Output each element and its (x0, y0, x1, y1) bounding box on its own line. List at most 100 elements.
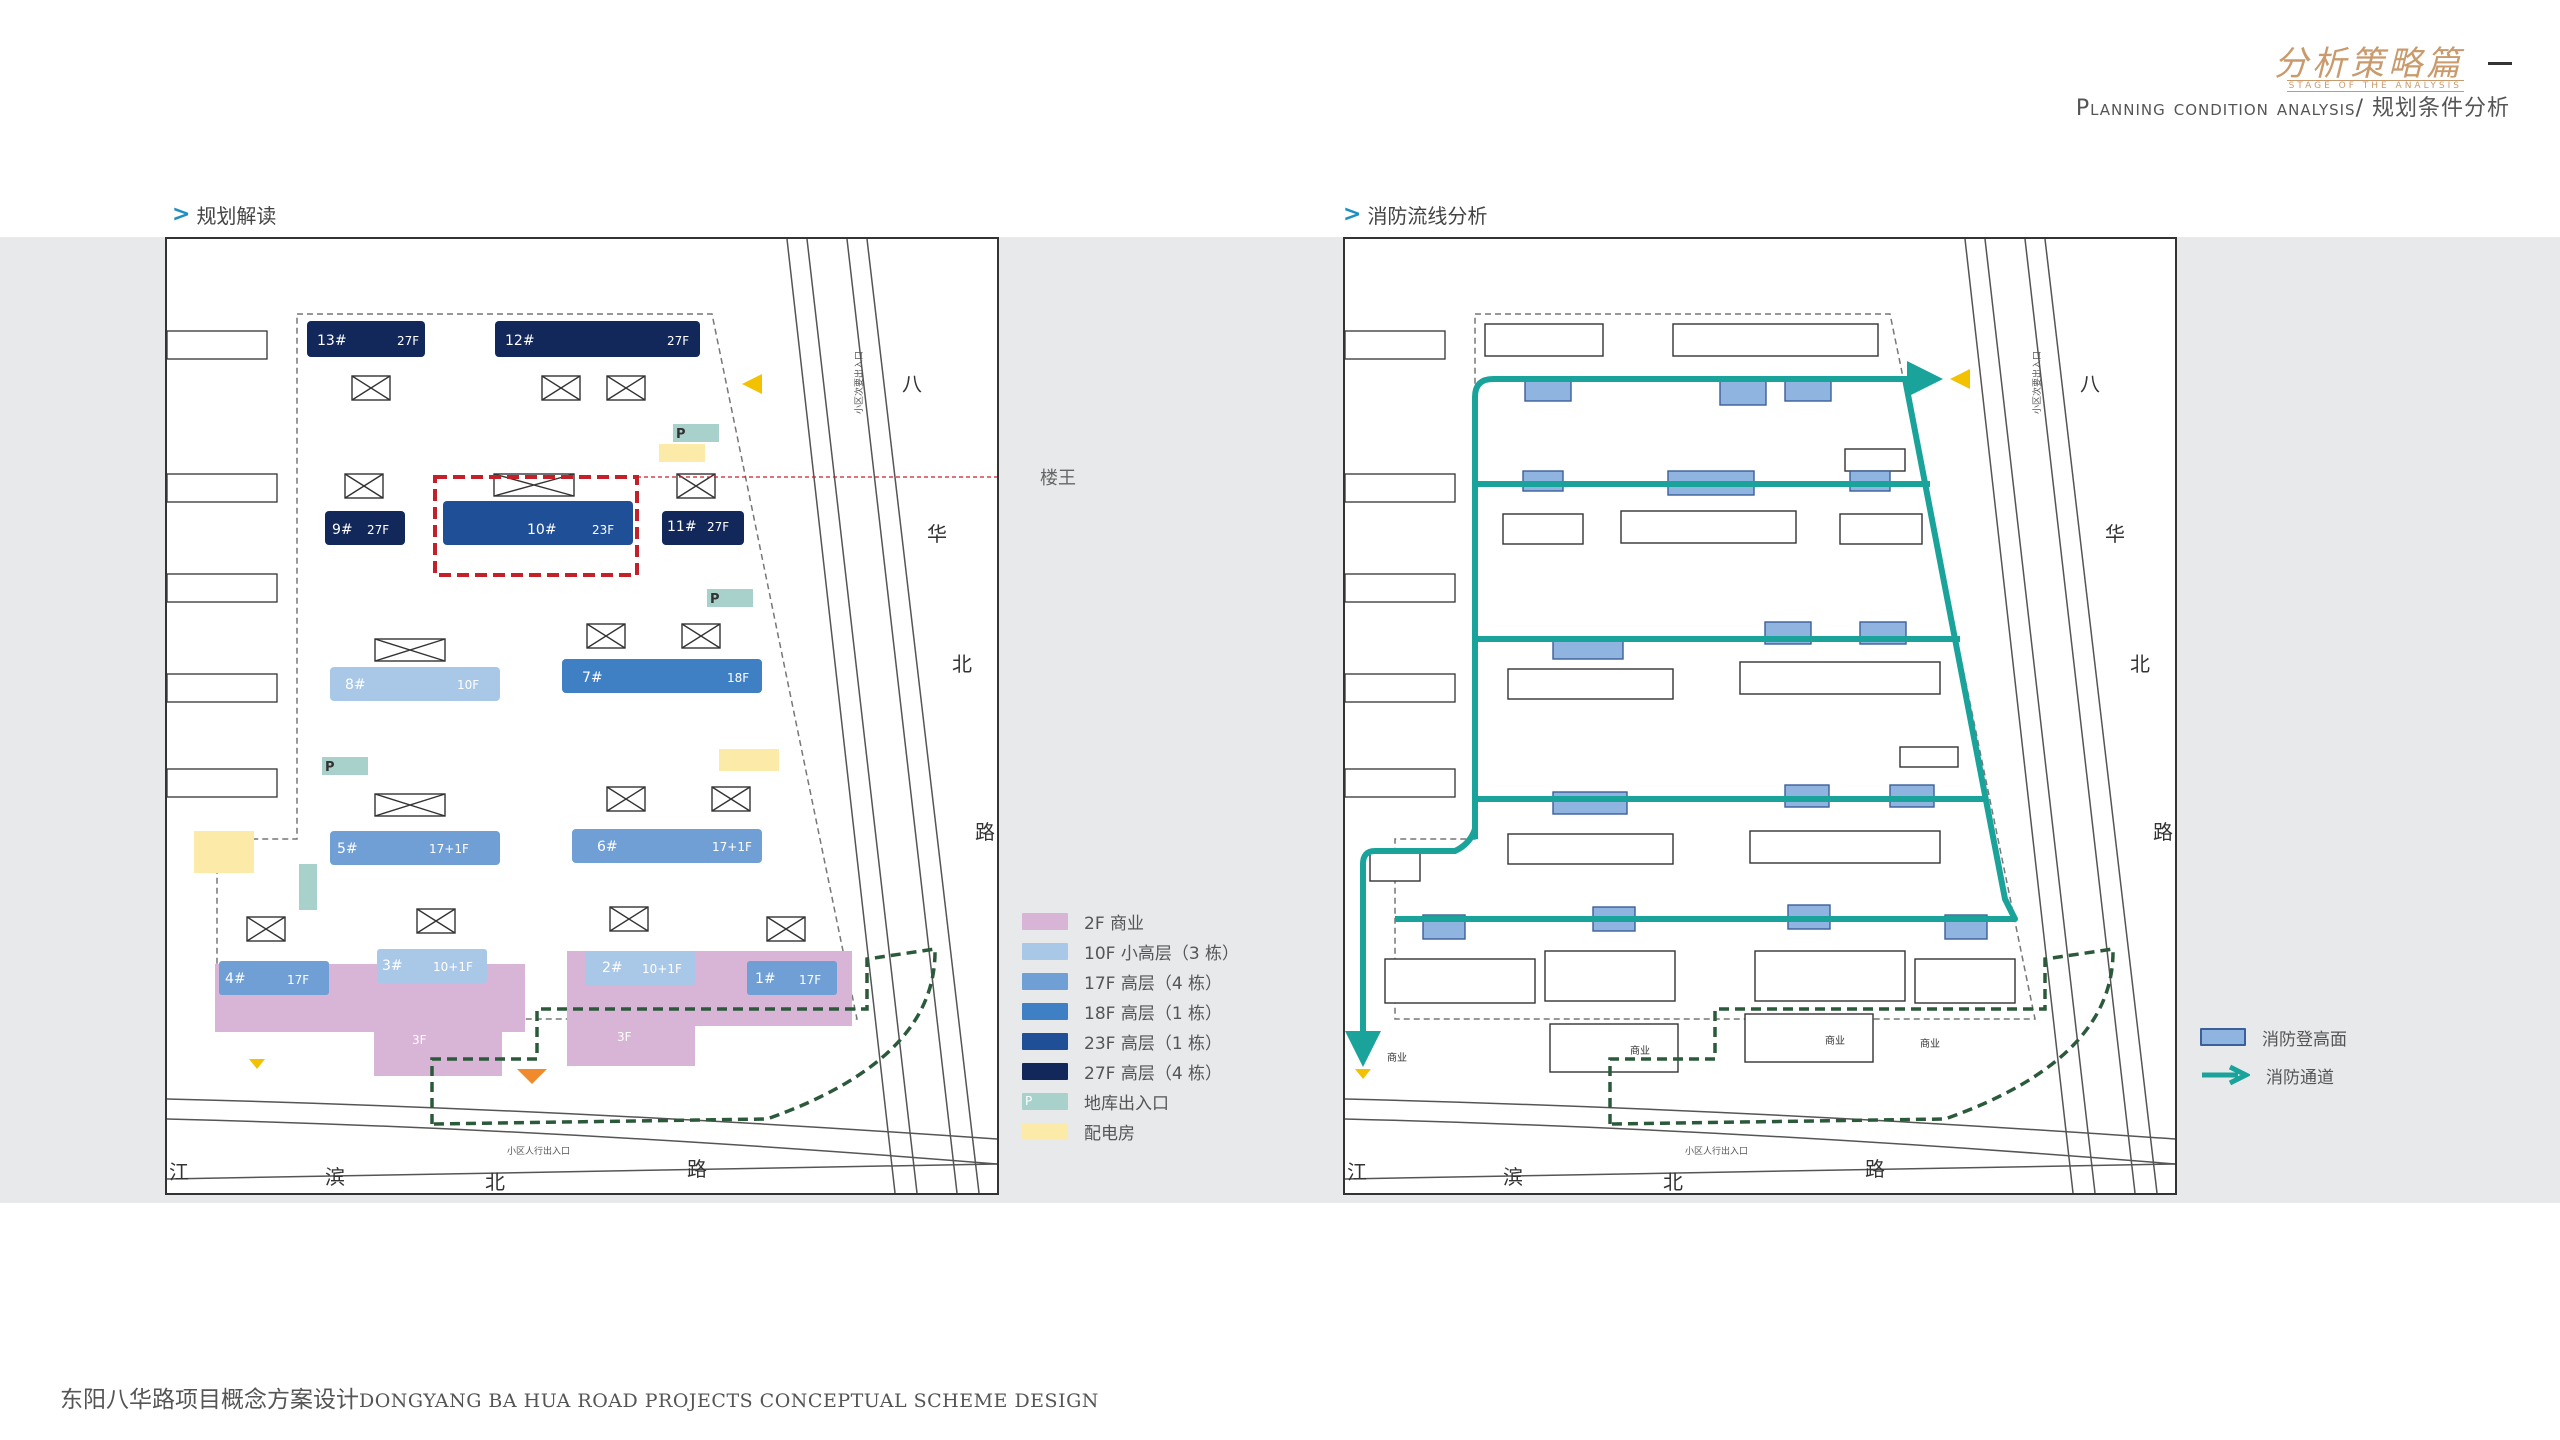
main-entrance-arrow-icon (517, 1069, 547, 1084)
legend-swatch: P (1022, 1092, 1068, 1110)
legend-label: 消防登高面 (2262, 1029, 2347, 1050)
entrance-arrow-icon (742, 374, 762, 394)
floors-12: 27F (667, 334, 689, 348)
parking-entry (299, 864, 317, 910)
road-lines (167, 239, 997, 1193)
label-8: 8# (345, 677, 366, 693)
left-section-title: > 规划解读 (172, 200, 276, 229)
road-lu: 路 (975, 820, 995, 844)
chevron-right-icon: > (1343, 202, 1362, 227)
commerce-3f-b: 3F (617, 1030, 632, 1044)
building-13 (307, 321, 425, 357)
legend-item: 18F 高层（1 栋） (1022, 996, 1239, 1026)
building-6 (572, 829, 762, 863)
label-9: 9# (332, 522, 353, 538)
label-12: 12# (505, 333, 535, 349)
building-9 (325, 511, 405, 545)
road-lu2: 路 (687, 1157, 707, 1181)
label-6: 6# (597, 839, 618, 855)
legend-item: 2F 商业 (1022, 906, 1239, 936)
floors-6: 17+1F (712, 840, 752, 854)
header-title-en: STAGE OF THE ANALYSIS (2286, 80, 2464, 92)
building-12 (495, 321, 700, 357)
legend-item: 10F 小高层（3 栋） (1022, 936, 1239, 966)
label-3: 3# (382, 958, 403, 974)
right-title-text: 消防流线分析 (1367, 204, 1488, 228)
chevron-right-icon: > (172, 202, 191, 227)
side-entrance-label: 小区次要出入口 (853, 351, 865, 414)
commerce-2f-a: 2F (477, 928, 492, 942)
commerce-3f-a: 3F (412, 1033, 427, 1047)
legend-item: 消防登高面 (2200, 1022, 2347, 1052)
road-ba: 八 (2080, 372, 2100, 396)
label-2: 2# (602, 960, 623, 976)
commerce-3f-left (374, 1024, 502, 1076)
road-hua: 华 (2105, 522, 2125, 546)
floors-10: 23F (592, 523, 614, 537)
parking-labels: P P P (325, 427, 720, 775)
header-subtitle: Planning condition analysis/ 规划条件分析 (2075, 96, 2510, 121)
parking-entry (322, 757, 368, 775)
parking-mark: P (325, 760, 335, 775)
road-bin: 滨 (325, 1165, 345, 1189)
neighbor-blocks (1345, 330, 1456, 798)
footer-cn: 东阳八华路项目概念方案设计 (60, 1387, 359, 1413)
road-ba: 八 (902, 372, 922, 396)
parking-entry (673, 424, 719, 442)
building-2 (585, 951, 695, 985)
building-8 (330, 667, 500, 701)
road-bei2: 北 (485, 1170, 505, 1193)
fire-routes (1345, 361, 2018, 1067)
legend-swatch (1022, 942, 1068, 960)
road-jiang: 江 (1347, 1160, 1367, 1184)
shop-label: 商业 (1825, 1034, 1845, 1047)
power-room (194, 831, 254, 873)
neighbor-blocks (167, 330, 278, 798)
legend-swatch (1022, 1032, 1068, 1050)
road-lu2: 路 (1865, 1157, 1885, 1181)
legend-label: 18F 高层（1 栋） (1084, 1003, 1223, 1024)
legend-swatch (1022, 1002, 1068, 1020)
legend-swatch (1022, 972, 1068, 990)
label-13: 13# (317, 333, 347, 349)
legend-label: 消防通道 (2266, 1067, 2334, 1088)
floors-2: 10+1F (642, 962, 682, 976)
floors-8: 10F (457, 678, 479, 692)
main-entrance-label: 小区人行出入口 (1685, 1145, 1748, 1157)
main-entrance-label: 小区人行出入口 (507, 1145, 570, 1157)
legend-label: 23F 高层（1 栋） (1084, 1033, 1223, 1054)
road-bei2: 北 (1663, 1170, 1683, 1193)
road-jiang: 江 (169, 1160, 189, 1184)
legend-label: 10F 小高层（3 栋） (1084, 943, 1240, 964)
buildings (215, 321, 852, 1076)
legend-item: 27F 高层（4 栋） (1022, 1056, 1239, 1086)
side-entrance-arrow-icon (1355, 1069, 1371, 1079)
floors-11: 27F (707, 520, 729, 534)
road-bei: 北 (2130, 652, 2150, 676)
facilities (194, 424, 779, 910)
footer-en: DONGYANG BA HUA ROAD PROJECTS CONCEPTUAL… (359, 1390, 1099, 1412)
building-labels: 13# 27F 12# 27F 9# 27F 10# 23F 11# 27F 8… (225, 333, 821, 1047)
fire-route-panel: 商业 商业 商业 商业 八 华 北 路 江 滨 北 路 小区次要出入口 小区人行… (1343, 237, 2177, 1195)
entrance-labels: 小区次要出入口 小区人行出入口 (1685, 351, 2043, 1157)
power-room (659, 444, 705, 462)
pedestrian-zone (1608, 946, 2115, 1126)
right-section-title: > 消防流线分析 (1343, 200, 1487, 229)
header-dash (2488, 62, 2512, 65)
fire-route-svg: 商业 商业 商业 商业 八 华 北 路 江 滨 北 路 小区次要出入口 小区人行… (1345, 239, 2175, 1193)
legend-label: 27F 高层（4 栋） (1084, 1063, 1223, 1084)
floors-7: 18F (727, 671, 749, 685)
building-5 (330, 831, 500, 865)
legend-label: 2F 商业 (1084, 913, 1144, 934)
label-4: 4# (225, 971, 246, 987)
parking-mark: P (710, 592, 720, 607)
legend-label: 17F 高层（4 栋） (1084, 973, 1223, 994)
building-4 (219, 961, 329, 995)
louwang-label: 楼王 (1040, 468, 1076, 489)
legend-label: 配电房 (1084, 1123, 1135, 1144)
floors-13: 27F (397, 334, 419, 348)
building-10 (443, 501, 633, 545)
left-title-text: 规划解读 (196, 204, 277, 228)
site-plan-svg: 13# 27F 12# 27F 9# 27F 10# 23F 11# 27F 8… (167, 239, 997, 1193)
